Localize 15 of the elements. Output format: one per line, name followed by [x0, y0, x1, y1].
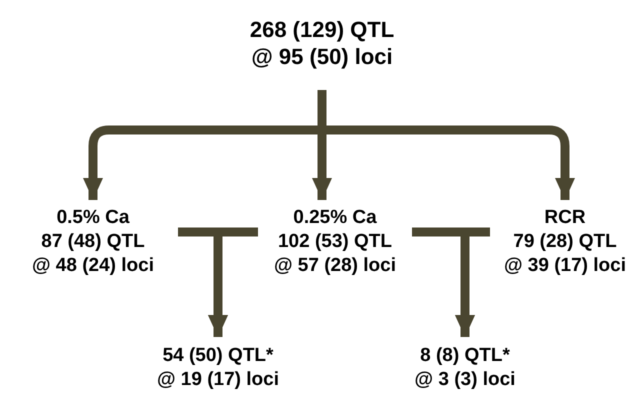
node-text: @ 57 (28) loci	[274, 254, 396, 278]
node-text: 87 (48) QTL	[41, 230, 145, 254]
node-text: @ 48 (24) loci	[32, 254, 154, 278]
node-text: 8 (8) QTL*	[420, 344, 510, 368]
node-text: @ 39 (17) loci	[504, 254, 626, 278]
node-text: 79 (28) QTL	[513, 230, 617, 254]
node-text: @ 3 (3) loci	[414, 368, 516, 392]
node-text: 268 (129) QTL	[250, 16, 394, 43]
node-text: @ 19 (17) loci	[156, 368, 279, 392]
node-text: 54 (50) QTL*	[162, 344, 274, 368]
node-text: RCR	[544, 206, 586, 230]
node-text: @ 95 (50) loci	[251, 43, 393, 70]
node-text: 102 (53) QTL	[278, 230, 392, 254]
node-text: 0.25% Ca	[293, 206, 377, 230]
node-text: 0.5% Ca	[56, 206, 130, 230]
